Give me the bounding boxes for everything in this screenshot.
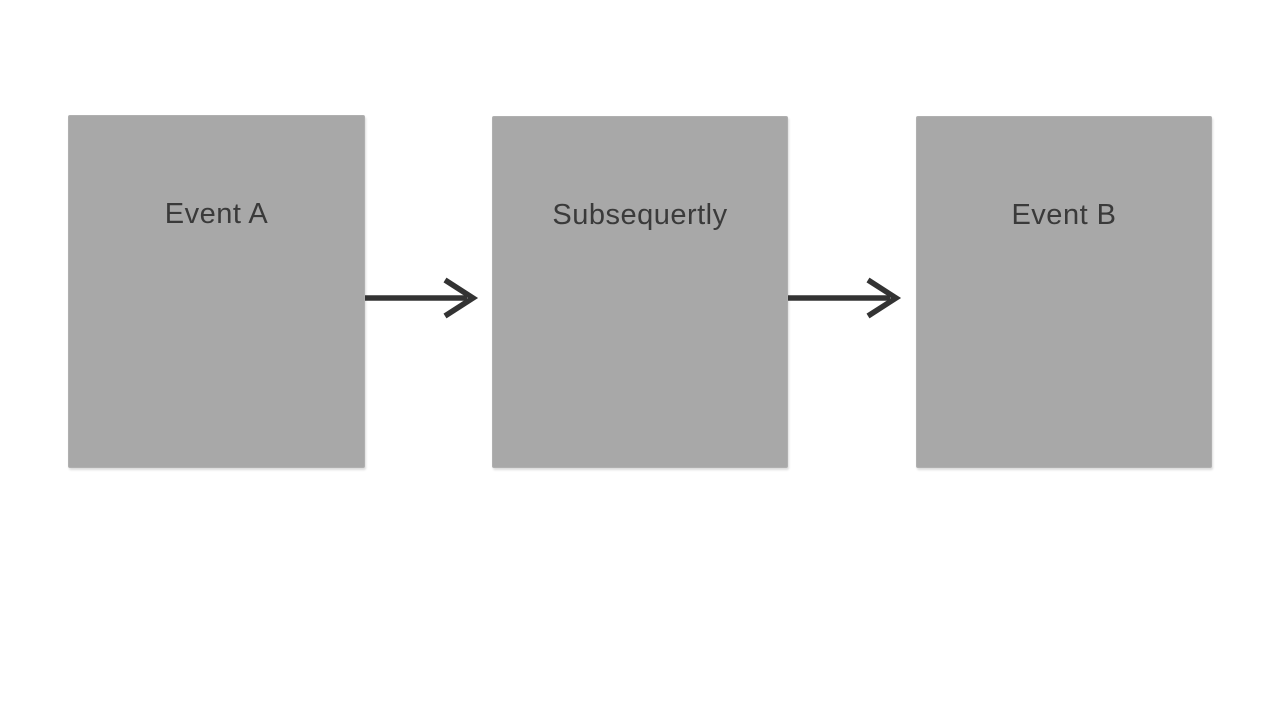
flow-box-event-b: Event B [916,116,1212,468]
flow-box-subsequently: Subsequertly [492,116,788,468]
flow-box-event-b-label: Event B [1011,199,1117,231]
arrow-right-icon [365,277,479,319]
flow-box-event-a-label: Event A [164,198,269,230]
flow-box-subsequently-label: Subsequertly [552,199,728,231]
arrow-right-icon [788,277,902,319]
flow-box-event-a: Event A [68,115,365,468]
